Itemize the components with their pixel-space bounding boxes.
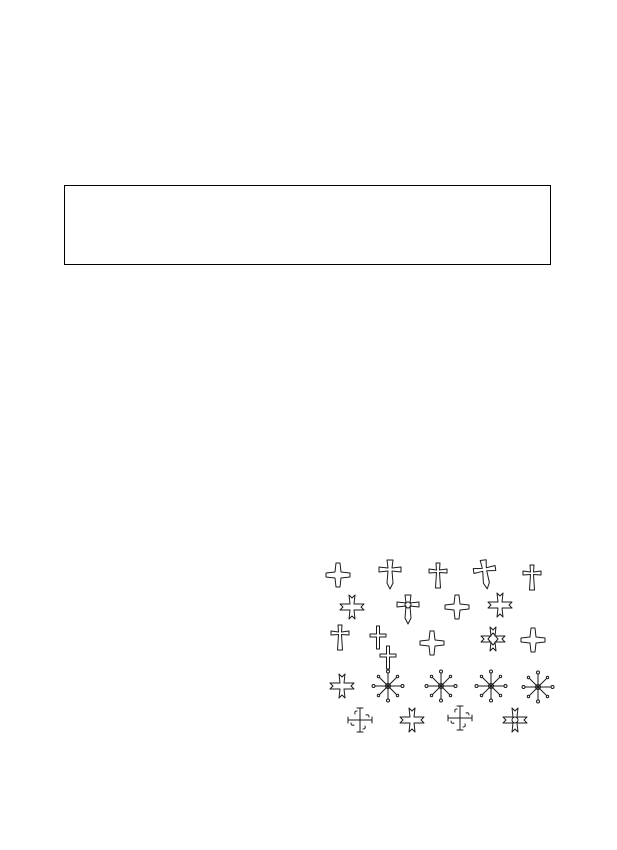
coptic-crosses-icon — [325, 558, 555, 733]
coptic-crosses-figure — [320, 553, 558, 743]
empty-text-box — [64, 185, 551, 265]
